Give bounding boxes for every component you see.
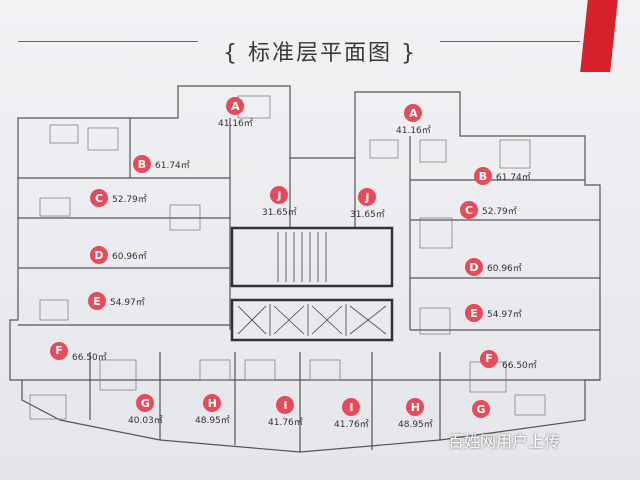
unit-badge: E: [465, 304, 483, 322]
unit-label-b2: B 61.74㎡: [474, 167, 531, 185]
unit-area: 61.74㎡: [496, 172, 531, 183]
unit-badge: B: [133, 155, 151, 173]
unit-label-i2: I 41.76㎡: [334, 398, 369, 430]
unit-label-a2: A 41.16㎡: [396, 104, 431, 136]
unit-badge: A: [226, 97, 245, 115]
unit-label-d2: D 60.96㎡: [465, 258, 522, 276]
unit-badge: I: [342, 398, 361, 416]
unit-badge: I: [276, 396, 295, 414]
unit-area: 60.96㎡: [487, 263, 522, 274]
unit-label-c2: C 52.79㎡: [460, 201, 517, 219]
unit-badge: F: [480, 349, 498, 368]
unit-area: 66.50㎡: [72, 353, 107, 363]
unit-badge: C: [460, 201, 478, 219]
unit-badge: B: [474, 167, 492, 185]
unit-label-e2: E 54.97㎡: [465, 304, 522, 322]
unit-label-f2: F 66.50㎡: [480, 346, 537, 371]
unit-badge: J: [358, 188, 377, 206]
unit-area: 41.16㎡: [218, 119, 253, 129]
unit-badge: D: [90, 246, 108, 264]
unit-area: 52.79㎡: [112, 194, 147, 205]
unit-badge: H: [406, 398, 425, 416]
unit-area: 66.50㎡: [502, 361, 537, 371]
unit-label-j2: J 31.65㎡: [350, 188, 385, 220]
unit-label-g1: G 40.03㎡: [128, 394, 163, 426]
title-rule-left: [18, 41, 198, 42]
unit-badge: F: [50, 341, 68, 360]
unit-area: 54.97㎡: [110, 297, 145, 308]
unit-area: 31.65㎡: [262, 208, 297, 218]
unit-area: 61.74㎡: [155, 160, 190, 171]
unit-label-j1: J 31.65㎡: [262, 186, 297, 218]
unit-label-b1: B 61.74㎡: [133, 155, 190, 173]
unit-badge: H: [203, 394, 222, 412]
unit-label-i1: I 41.76㎡: [268, 396, 303, 428]
unit-area: 60.96㎡: [112, 251, 147, 262]
unit-label-h2: H 48.95㎡: [398, 398, 433, 430]
unit-badge: G: [472, 400, 490, 418]
unit-area: 41.76㎡: [268, 418, 303, 428]
unit-label-h1: H 48.95㎡: [195, 394, 230, 426]
unit-area: 48.95㎡: [398, 420, 433, 430]
unit-label-g2: G: [472, 400, 490, 419]
unit-label-f1: F 66.50㎡: [50, 338, 107, 363]
plan-title: { 标准层平面图 }: [223, 41, 417, 66]
unit-badge: E: [88, 292, 106, 310]
unit-label-e1: E 54.97㎡: [88, 292, 145, 310]
unit-area: 40.03㎡: [128, 416, 163, 426]
unit-badge: C: [90, 189, 108, 207]
unit-label-c1: C 52.79㎡: [90, 189, 147, 207]
unit-badge: G: [136, 394, 155, 412]
unit-area: 41.76㎡: [334, 420, 369, 430]
unit-label-a1: A 41.16㎡: [218, 97, 253, 129]
unit-label-d1: D 60.96㎡: [90, 246, 147, 264]
unit-badge: D: [465, 258, 483, 276]
unit-area: 52.79㎡: [482, 206, 517, 217]
unit-badge: A: [404, 104, 423, 122]
watermark: 百姓网用户上传: [448, 432, 561, 451]
unit-area: 48.95㎡: [195, 416, 230, 426]
unit-area: 41.16㎡: [396, 126, 431, 136]
unit-area: 54.97㎡: [487, 309, 522, 320]
unit-badge: J: [270, 186, 289, 204]
unit-area: 31.65㎡: [350, 210, 385, 220]
title-rule-right: [440, 41, 580, 42]
